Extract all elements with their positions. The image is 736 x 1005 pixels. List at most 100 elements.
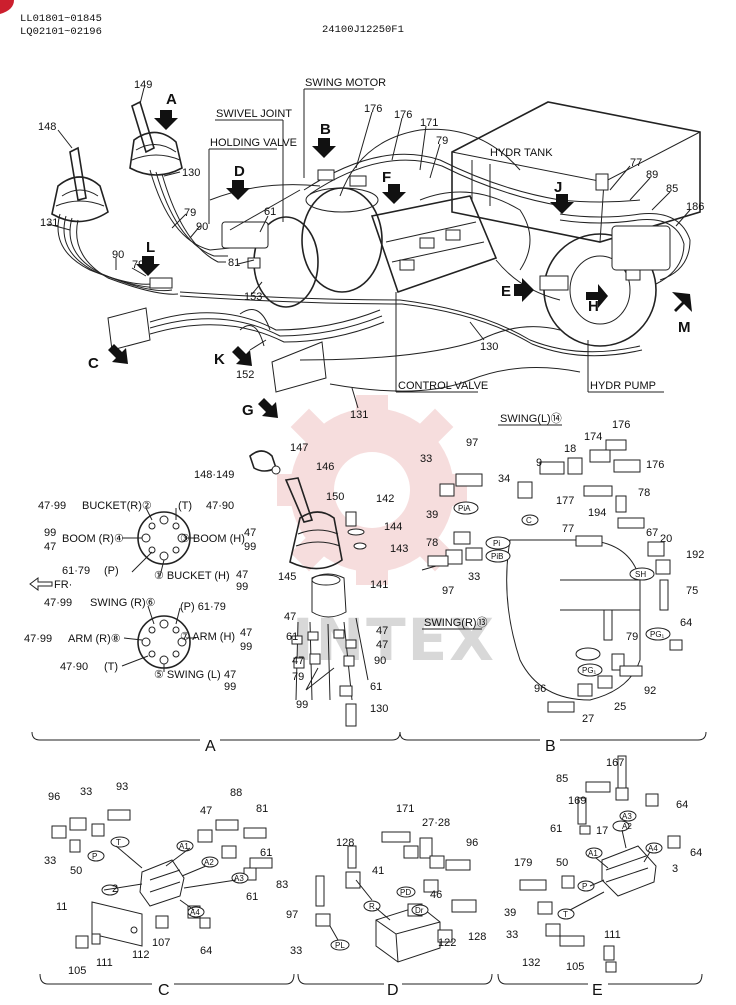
svg-text:97: 97	[442, 585, 454, 597]
svg-text:T: T	[116, 838, 121, 847]
svg-text:(P): (P)	[104, 565, 119, 577]
svg-text:167: 167	[606, 757, 624, 769]
svg-text:171: 171	[420, 117, 438, 129]
serial-line-2: LQ02101~02196	[20, 26, 102, 38]
svg-text:111: 111	[96, 957, 113, 969]
svg-text:79: 79	[132, 259, 144, 271]
svg-text:145: 145	[278, 571, 296, 583]
svg-text:105: 105	[68, 965, 86, 977]
svg-text:174: 174	[584, 431, 602, 443]
svg-text:P: P	[92, 852, 97, 861]
svg-text:89: 89	[646, 169, 658, 181]
svg-text:143: 143	[390, 543, 408, 555]
label-swing-r: SWING(R)⑬	[424, 616, 488, 629]
section-divider-ab	[31, 731, 707, 741]
svg-text:148·149: 148·149	[194, 469, 234, 481]
view-m: M	[678, 319, 691, 336]
mid-a-callouts: 147 148·149 146 150 142 144 143 145 141 …	[194, 442, 408, 715]
svg-text:99: 99	[240, 641, 252, 653]
svg-text:(T): (T)	[178, 500, 192, 512]
section-c-port-labels: T P A1 A2 A3 A4	[92, 838, 244, 917]
svg-text:171: 171	[396, 803, 414, 815]
view-g: G	[242, 402, 254, 419]
svg-text:64: 64	[676, 799, 688, 811]
svg-text:152: 152	[236, 369, 254, 381]
label-swing-l: SWING(L)⑭	[500, 412, 562, 425]
corner-mark	[0, 0, 14, 14]
serial-line-1: LL01801~01845	[20, 13, 102, 25]
svg-text:90: 90	[374, 655, 386, 667]
svg-text:186: 186	[686, 201, 704, 213]
svg-text:47: 47	[236, 569, 248, 581]
svg-text:75: 75	[686, 585, 698, 597]
svg-text:PG₁: PG₁	[582, 666, 597, 675]
mid-b-port-labels: PiA C Pi PiB SH PG₁ PG₁	[458, 504, 665, 675]
label-hydr-pump: HYDR PUMP	[590, 380, 656, 392]
svg-text:50: 50	[70, 865, 82, 877]
svg-text:P: P	[582, 882, 587, 891]
svg-text:(T): (T)	[104, 661, 118, 673]
svg-text:2: 2	[112, 883, 118, 895]
label-control-valve: CONTROL VALVE	[398, 380, 488, 392]
svg-text:33: 33	[80, 786, 92, 798]
svg-text:61: 61	[286, 631, 298, 643]
section-label-e: E	[592, 982, 603, 999]
svg-text:85: 85	[666, 183, 678, 195]
svg-text:177: 177	[556, 495, 574, 507]
label-hydr-tank: HYDR TANK	[490, 147, 553, 159]
svg-text:132: 132	[522, 957, 540, 969]
svg-text:79: 79	[436, 135, 448, 147]
svg-text:169: 169	[568, 795, 586, 807]
svg-text:142: 142	[376, 493, 394, 505]
svg-text:90: 90	[196, 221, 208, 233]
svg-text:50: 50	[556, 857, 568, 869]
svg-text:33: 33	[420, 453, 432, 465]
svg-text:130: 130	[182, 167, 200, 179]
svg-text:61: 61	[264, 206, 276, 218]
svg-text:112: 112	[132, 949, 150, 961]
svg-text:61: 61	[246, 891, 258, 903]
svg-text:83: 83	[276, 879, 288, 891]
top-callouts: 149 148 130 79 90 131 90 79 81 61 153 15…	[38, 79, 704, 421]
pattern-labels-2: 47·99 SWING (R)⑥ (P) 61·79 47·99 ARM (R)…	[24, 597, 252, 693]
svg-text:47: 47	[200, 805, 212, 817]
section-e-port-labels: A1 A2 A3 A4 P T	[563, 812, 658, 919]
section-c-drawing	[51, 809, 273, 949]
view-e: E	[501, 283, 511, 300]
svg-text:17: 17	[596, 825, 608, 837]
svg-text:78: 78	[426, 537, 438, 549]
svg-text:141: 141	[370, 579, 388, 591]
svg-text:27: 27	[582, 713, 594, 725]
svg-text:99: 99	[44, 527, 56, 539]
section-label-a: A	[205, 738, 216, 755]
section-divider-cde	[39, 973, 703, 985]
svg-text:79: 79	[626, 631, 638, 643]
svg-text:130: 130	[370, 703, 388, 715]
svg-text:3: 3	[672, 863, 678, 875]
svg-text:77: 77	[562, 523, 574, 535]
svg-text:81: 81	[256, 803, 268, 815]
svg-text:⑤ SWING (L): ⑤ SWING (L)	[154, 669, 221, 681]
view-k: K	[214, 351, 225, 368]
svg-text:A3: A3	[622, 812, 632, 821]
section-label-b: B	[545, 738, 556, 755]
drawing-number: 24100J12250F1	[322, 24, 404, 36]
svg-text:A2: A2	[622, 822, 632, 831]
svg-text:PiA: PiA	[458, 504, 471, 513]
svg-text:27·28: 27·28	[422, 817, 450, 829]
svg-text:9: 9	[536, 457, 542, 469]
front-arrow-icon: FR·	[29, 577, 72, 591]
svg-text:90: 90	[112, 249, 124, 261]
section-e-callouts: 167 85 64 169 61 17 64 179 50 3 39 33 11…	[504, 757, 702, 973]
section-label-c: C	[158, 982, 170, 999]
view-l: L	[146, 239, 155, 256]
svg-text:BOOM (R)④: BOOM (R)④	[62, 533, 124, 545]
svg-text:192: 192	[686, 549, 704, 561]
svg-text:47: 47	[224, 669, 236, 681]
svg-text:67: 67	[646, 527, 658, 539]
swing-motor-ports-view	[421, 439, 683, 713]
svg-text:A4: A4	[648, 844, 658, 853]
svg-text:81: 81	[228, 257, 240, 269]
svg-text:122: 122	[438, 937, 456, 949]
